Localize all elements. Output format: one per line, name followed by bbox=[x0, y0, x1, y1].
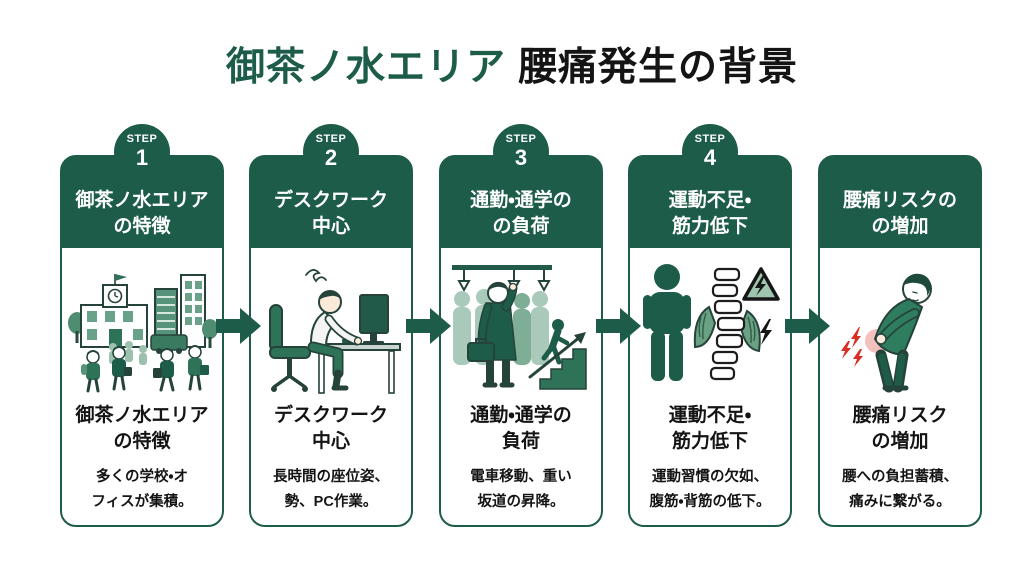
page-title-area-name: 御茶ノ水エリア bbox=[225, 46, 506, 89]
step-4-badge: STEP 4 bbox=[682, 124, 738, 180]
desk-work-icon bbox=[269, 269, 401, 394]
header-line-1: 運動不足・ bbox=[668, 190, 752, 211]
title-line-1: 運動不足・ bbox=[668, 405, 752, 426]
desc-line-1: 腰への負担蓄積、 bbox=[842, 469, 958, 485]
step-4-title: 運動不足・ 筋力低下 bbox=[630, 403, 790, 455]
crowded-train-stairs-illustration bbox=[441, 252, 601, 398]
step-1-badge: STEP 1 bbox=[114, 124, 170, 180]
step-3-description: 電車移動、重い 坂道の昇降。 bbox=[441, 465, 601, 515]
header-line-2: 筋力低下 bbox=[671, 216, 748, 237]
step-number: 3 bbox=[514, 145, 528, 170]
weak-muscles-spine-icon bbox=[643, 264, 780, 381]
desc-line-2: 勢、PC作業。 bbox=[284, 494, 378, 510]
desc-line-2: 腹筋・背筋の低下。 bbox=[649, 494, 771, 510]
step-number: 1 bbox=[135, 145, 149, 170]
step-label: STEP bbox=[315, 133, 347, 145]
arrow-right-icon bbox=[406, 308, 451, 344]
step-1-description: 多くの学校・オ フィスが集積。 bbox=[62, 465, 222, 515]
step-3-badge: STEP 3 bbox=[493, 124, 549, 180]
header-line-2: の特徴 bbox=[113, 216, 171, 237]
step-2-description: 長時間の座位姿、 勢、PC作業。 bbox=[251, 465, 411, 515]
title-line-1: 腰痛リスク bbox=[852, 405, 948, 426]
header-line-1: 通勤・通学の bbox=[470, 190, 572, 211]
step-card-3: STEP 3 通勤・通学の の負荷 bbox=[439, 124, 603, 527]
desc-line-1: 長時間の座位姿、 bbox=[273, 469, 389, 485]
arrow-right-icon bbox=[216, 308, 261, 344]
header-line-2: の負荷 bbox=[492, 216, 550, 237]
desc-line-2: フィスが集積。 bbox=[91, 494, 193, 510]
step-2-badge: STEP 2 bbox=[303, 124, 359, 180]
inactivity-spine-illustration bbox=[630, 252, 790, 398]
desc-line-1: 電車移動、重い bbox=[470, 469, 572, 485]
page-title-subject: 腰痛発生の背景 bbox=[518, 46, 799, 89]
step-label: STEP bbox=[126, 133, 158, 145]
title-line-2: の特徴 bbox=[113, 431, 171, 452]
step-1-title: 御茶ノ水エリア の特徴 bbox=[62, 403, 222, 455]
step-4-description: 運動習慣の欠如、 腹筋・背筋の低下。 bbox=[630, 465, 790, 515]
title-line-2: の増加 bbox=[871, 431, 929, 452]
header-line-1: 腰痛リスクの bbox=[842, 190, 957, 211]
step-number: 4 bbox=[703, 145, 717, 170]
step-3-title: 通勤・通学の 負荷 bbox=[441, 403, 601, 455]
step-label: STEP bbox=[505, 133, 537, 145]
desk-work-illustration bbox=[251, 252, 411, 398]
title-line-2: 筋力低下 bbox=[671, 431, 748, 452]
desc-line-1: 多くの学校・オ bbox=[96, 469, 188, 485]
step-card-4: STEP 4 運動不足・ 筋力低下 bbox=[628, 124, 792, 527]
result-card-header: 腰痛リスクの の増加 bbox=[819, 156, 981, 248]
result-card-title: 腰痛リスク の増加 bbox=[820, 403, 980, 455]
title-line-2: 負荷 bbox=[501, 431, 540, 452]
back-pain-icon bbox=[841, 273, 932, 393]
title-line-2: 中心 bbox=[311, 431, 350, 452]
header-line-1: デスクワーク bbox=[273, 190, 388, 211]
header-line-2: 中心 bbox=[311, 216, 350, 237]
commute-icon bbox=[452, 265, 587, 390]
title-line-1: デスクワーク bbox=[273, 405, 388, 426]
arrow-right-icon bbox=[596, 308, 641, 344]
step-2-title: デスクワーク 中心 bbox=[251, 403, 411, 455]
arrow-right-icon bbox=[785, 308, 830, 344]
step-number: 2 bbox=[324, 145, 338, 170]
city-crowd-icon bbox=[68, 274, 217, 393]
title-line-1: 御茶ノ水エリア bbox=[75, 405, 209, 426]
desc-line-2: 坂道の昇降。 bbox=[477, 494, 565, 510]
step-label: STEP bbox=[694, 133, 726, 145]
city-school-office-crowd-illustration bbox=[62, 252, 222, 398]
step-card-1: STEP 1 御茶ノ水エリア の特徴 bbox=[60, 124, 224, 527]
title-line-1: 通勤・通学の bbox=[470, 405, 572, 426]
desc-line-2: 痛みに繋がる。 bbox=[849, 494, 951, 510]
back-pain-illustration bbox=[820, 252, 980, 398]
result-card: 腰痛リスクの の増加 bbox=[818, 155, 982, 527]
desc-line-1: 運動習慣の欠如、 bbox=[652, 469, 768, 485]
step-card-2: STEP 2 デスクワーク 中心 bbox=[249, 124, 413, 527]
header-line-2: の増加 bbox=[871, 216, 929, 237]
result-card-description: 腰への負担蓄積、 痛みに繋がる。 bbox=[820, 465, 980, 515]
page-title: 御茶ノ水エリア腰痛発生の背景 bbox=[0, 36, 1024, 92]
step-1-header: 御茶ノ水エリア の特徴 bbox=[61, 156, 223, 248]
header-line-1: 御茶ノ水エリア bbox=[75, 190, 209, 211]
